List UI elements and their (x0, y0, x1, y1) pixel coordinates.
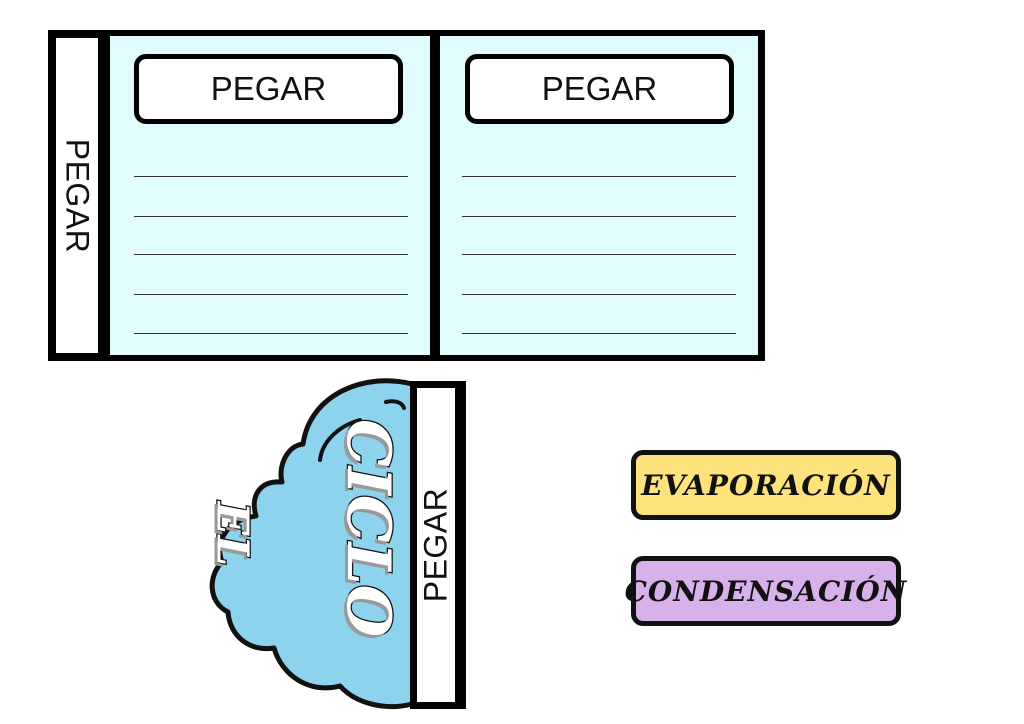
panel-right-glue-box: PEGAR (465, 54, 734, 124)
cloud-highlight (384, 399, 406, 410)
side-glue-strip: PEGAR (56, 38, 98, 353)
lapbook-worksheet: PEGAR PEGAR PEGAR (48, 30, 765, 361)
cloud-highlight (318, 418, 362, 462)
cloud-glue-strip-inner: PEGAR (417, 388, 455, 702)
writing-line (462, 333, 736, 334)
writing-line (462, 176, 736, 177)
writing-line (462, 294, 736, 295)
term-card-condensacion[interactable]: CONDENSACIÓN (625, 556, 906, 626)
writing-line (134, 176, 408, 177)
cloud-glue-strip-label: PEGAR (417, 487, 454, 603)
writing-line (134, 333, 408, 334)
cloud-fill (212, 380, 412, 707)
term-card-evaporacion[interactable]: EVAPORACIÓN (631, 450, 901, 520)
cloud-outline (209, 378, 413, 710)
lined-panel-left: PEGAR (110, 36, 430, 355)
writing-line (134, 254, 408, 255)
lined-panel-right: PEGAR (440, 36, 758, 355)
writing-line (462, 216, 736, 217)
title-word-el: EL (205, 501, 259, 568)
title-word-ciclo: CICLO (332, 418, 405, 639)
cloud-icon (190, 376, 420, 712)
writing-line (134, 294, 408, 295)
cloud-glue-strip: PEGAR (410, 381, 466, 709)
panel-left-glue-box: PEGAR (134, 54, 403, 124)
writing-line (462, 254, 736, 255)
writing-line (134, 216, 408, 217)
side-glue-strip-label: PEGAR (59, 138, 96, 253)
